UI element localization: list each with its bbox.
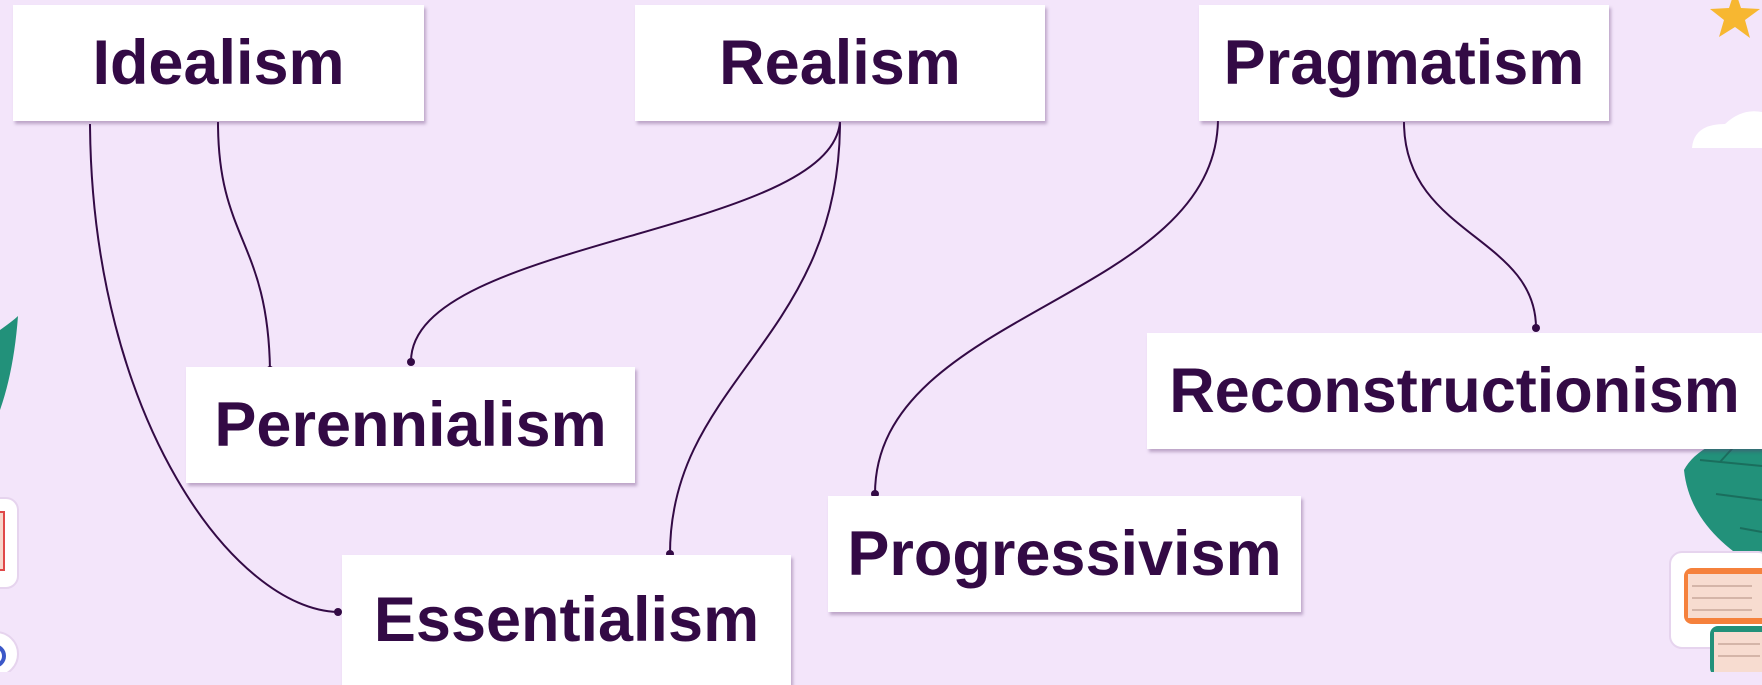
node-label: Perennialism (214, 390, 607, 460)
leaf-decoration-left (0, 316, 18, 410)
node-essentialism[interactable]: Essentialism (342, 555, 791, 685)
node-pragmatism[interactable]: Pragmatism (1199, 5, 1609, 121)
edge-idealism-essentialism (89, 123, 339, 613)
node-label: Idealism (92, 28, 345, 98)
node-reconstructionism[interactable]: Reconstructionism (1147, 333, 1762, 449)
edge-realism-perennialism (409, 121, 841, 363)
connector-dot (334, 608, 342, 616)
connector-dot (407, 358, 415, 366)
node-progressivism[interactable]: Progressivism (828, 496, 1301, 612)
edge-realism-essentialism (669, 121, 841, 555)
node-perennialism[interactable]: Perennialism (186, 367, 635, 483)
node-idealism[interactable]: Idealism (13, 5, 424, 121)
node-label: Reconstructionism (1169, 356, 1740, 426)
node-label: Progressivism (847, 519, 1282, 589)
connector-dot (1532, 324, 1540, 332)
cloud-decoration (1692, 111, 1762, 148)
node-realism[interactable]: Realism (635, 5, 1045, 121)
node-label: Essentialism (373, 585, 760, 655)
star-icon (1710, 0, 1760, 38)
node-label: Realism (719, 28, 961, 98)
circle-icon (0, 631, 19, 672)
edge-pragmatism-progressivism (874, 117, 1219, 495)
node-label: Pragmatism (1223, 28, 1585, 98)
edge-pragmatism-reconstructionism (1403, 121, 1537, 329)
edge-idealism-perennialism (217, 121, 271, 371)
